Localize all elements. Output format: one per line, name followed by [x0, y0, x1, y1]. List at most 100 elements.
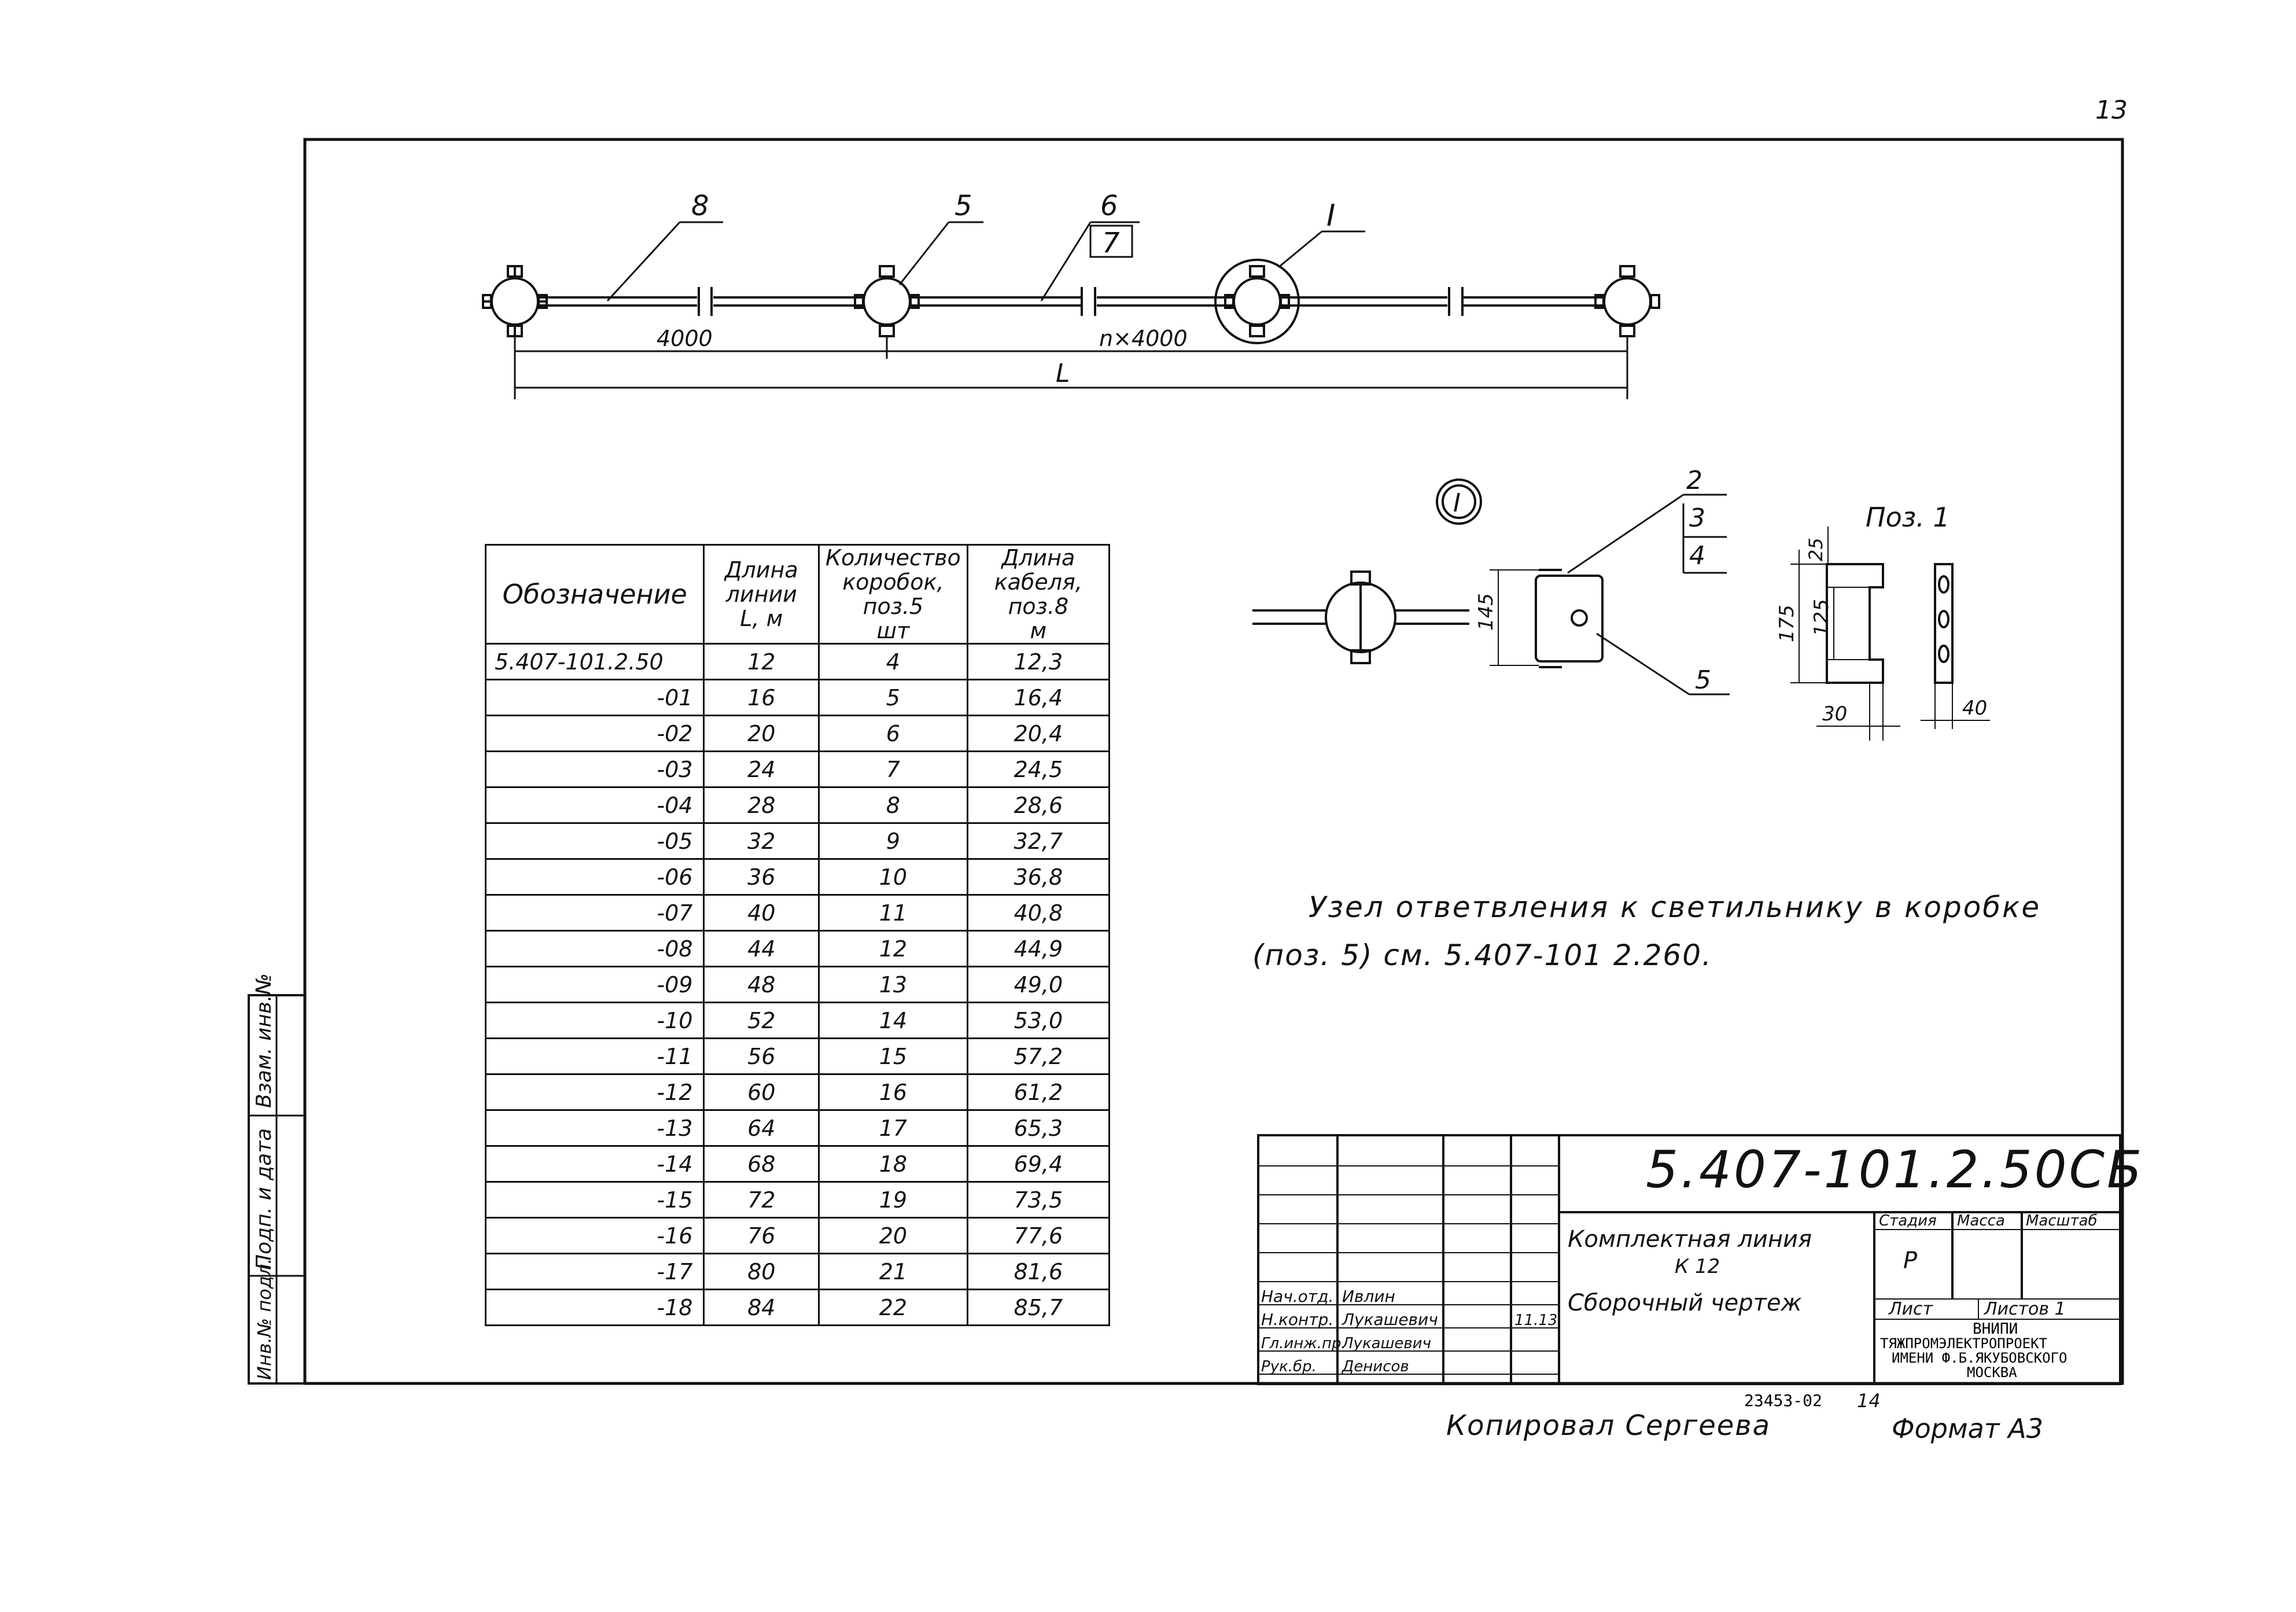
dim-125: 125	[1810, 599, 1833, 636]
callout-8: 8	[691, 190, 709, 222]
header-length: Длина линии L, м	[703, 544, 820, 645]
signer-name-2: Лукашевич	[1342, 1310, 1438, 1329]
cell-cable: 44,9	[966, 930, 1111, 967]
cell-cable: 73,5	[966, 1181, 1111, 1219]
detail-node-label: I	[1453, 488, 1461, 518]
cell-count: 14	[818, 1002, 968, 1039]
cell-designation: -03	[484, 750, 705, 788]
cell-length: 48	[703, 966, 820, 1003]
title-line-1: Комплектная линия	[1568, 1226, 1812, 1253]
cell-cable: 12,3	[966, 643, 1111, 680]
signer-role-4: Рук.бр.	[1261, 1358, 1317, 1375]
detail-callout-4: 4	[1689, 541, 1705, 571]
cell-count: 7	[818, 750, 968, 788]
cable-line-drawing	[482, 221, 1660, 399]
cell-count: 16	[818, 1073, 968, 1111]
header-cable-l3: м	[1030, 618, 1047, 643]
stamp-sign-date: Подп. и дата	[252, 1128, 276, 1270]
cell-length: 68	[703, 1145, 820, 1183]
cell-count: 10	[818, 858, 968, 896]
header-cable-l2: кабеля, поз.8	[994, 569, 1082, 619]
poz-1-title: Поз. 1	[1866, 502, 1950, 533]
cell-count: 12	[818, 930, 968, 967]
cell-cable: 49,0	[966, 966, 1111, 1003]
header-designation: Обозначение	[484, 544, 705, 645]
cell-count: 21	[818, 1253, 968, 1290]
doc-number: 5.407-101.2.50СБ	[1646, 1140, 2144, 1199]
dim-40: 40	[1962, 697, 1987, 720]
cell-length: 80	[703, 1253, 820, 1290]
detail-callout-5: 5	[1695, 665, 1711, 695]
dim-30: 30	[1822, 702, 1847, 726]
dim-4000: 4000	[657, 326, 713, 351]
callout-I: I	[1326, 198, 1335, 233]
sign-date: 11.13	[1514, 1312, 1557, 1329]
cell-count: 8	[818, 786, 968, 824]
cell-length: 84	[703, 1289, 820, 1326]
header-count-l1: Количество	[825, 545, 961, 571]
cell-designation: -10	[484, 1002, 705, 1039]
cell-designation: -02	[484, 715, 705, 752]
cell-count: 18	[818, 1145, 968, 1183]
detail-view	[1252, 479, 1990, 741]
page-number: 13	[2095, 95, 2128, 125]
cell-count: 20	[818, 1217, 968, 1254]
junction-box-2	[854, 265, 920, 337]
scale-header: Масштаб	[2026, 1212, 2098, 1230]
cell-length: 64	[703, 1109, 820, 1147]
title-line-2: К 12	[1675, 1255, 1720, 1278]
detail-callout-2: 2	[1686, 466, 1702, 495]
cell-cable: 85,7	[966, 1289, 1111, 1326]
org-line-4: МОСКВА	[1967, 1364, 2017, 1381]
cell-cable: 28,6	[966, 786, 1111, 824]
footer-sheet-no: 14	[1857, 1390, 1881, 1412]
cell-cable: 57,2	[966, 1037, 1111, 1075]
org-line-1: ВНИПИ	[1973, 1320, 2018, 1338]
cell-cable: 24,5	[966, 750, 1111, 788]
cell-cable: 20,4	[966, 715, 1111, 752]
callout-7: 7	[1102, 227, 1120, 259]
cell-designation: -01	[484, 679, 705, 716]
title-block	[1257, 1134, 2121, 1385]
cell-designation: -13	[484, 1109, 705, 1147]
dim-25: 25	[1805, 538, 1827, 561]
cell-count: 19	[818, 1181, 968, 1219]
signer-role-2: Н.контр.	[1261, 1310, 1333, 1329]
mass-header: Масса	[1957, 1212, 2005, 1230]
signer-role-3: Гл.инж.пр.	[1261, 1335, 1346, 1352]
cell-cable: 36,8	[966, 858, 1111, 896]
header-length-l3: L, м	[740, 606, 783, 631]
cell-designation: -14	[484, 1145, 705, 1183]
cell-count: 5	[818, 679, 968, 716]
cell-length: 60	[703, 1073, 820, 1111]
cell-count: 4	[818, 643, 968, 680]
cell-length: 40	[703, 894, 820, 932]
header-count: Количество коробок, поз.5 шт	[818, 544, 968, 645]
cell-designation: -09	[484, 966, 705, 1003]
cell-designation: -05	[484, 822, 705, 860]
copied-by: Копировал Сергеева	[1446, 1409, 1771, 1442]
paper-format: Формат А3	[1892, 1413, 2043, 1444]
callout-5: 5	[954, 190, 972, 222]
callout-6: 6	[1100, 190, 1118, 222]
header-cable: Длина кабеля, поз.8 м	[966, 544, 1111, 645]
dim-175: 175	[1775, 605, 1799, 642]
org-line-2: ТЯЖПРОМЭЛЕКТРОПРОЕКТ	[1880, 1335, 2047, 1352]
cell-length: 72	[703, 1181, 820, 1219]
cell-length: 76	[703, 1217, 820, 1254]
sheet-header: Лист	[1888, 1299, 1934, 1319]
cell-designation: -06	[484, 858, 705, 896]
